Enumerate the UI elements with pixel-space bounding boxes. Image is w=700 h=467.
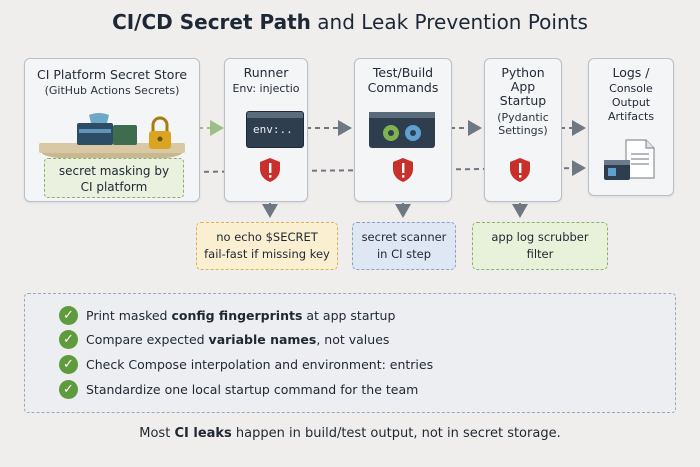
check-icon: ✓	[59, 330, 78, 349]
secret-masking-box: secret masking by CI platform	[44, 158, 184, 198]
runner-env-label: Env: injectio	[232, 82, 300, 95]
footer-post: happen in build/test output, not in secr…	[231, 426, 561, 441]
log-scrubber-callout: app log scrubber filter	[472, 222, 608, 270]
secret-scanner-callout: secret scanner in CI step	[352, 222, 456, 270]
test-build-title-2: Commands	[367, 80, 439, 95]
gears-icon	[369, 112, 435, 148]
title-bold: CI/CD Secret Path	[112, 10, 311, 34]
terminal-icon: env:..	[246, 111, 304, 148]
scanner-line2: in CI step	[376, 247, 432, 261]
scrubber-line1: app log scrubber	[491, 230, 589, 244]
secret-store-icon	[39, 113, 185, 161]
terminal-text: env:..	[253, 123, 293, 136]
check-icon: ✓	[59, 306, 78, 325]
check-icon: ✓	[59, 380, 78, 399]
logs-title-1: Logs /	[612, 65, 650, 80]
item-2-post: , not values	[316, 332, 390, 347]
terminal-bar	[247, 112, 303, 118]
title-rest: and Leak Prevention Points	[310, 10, 588, 34]
scrubber-line2: filter	[526, 247, 554, 261]
check-icon: ✓	[59, 355, 78, 374]
secret-store-subtitle: (GitHub Actions Secrets)	[44, 84, 180, 97]
item-2-pre: Compare expected	[86, 332, 209, 347]
masking-line1: secret masking by	[58, 164, 170, 178]
no-echo-line1: no echo $SECRET	[216, 230, 318, 244]
item-2-bold: variable names	[208, 332, 317, 347]
item-1-bold: config fingerprints	[171, 308, 303, 323]
python-sub-1: (Pydantic	[497, 111, 549, 124]
item-1-pre: Print masked	[86, 308, 172, 323]
footer-bold: CI leaks	[174, 426, 232, 441]
scanner-line1: secret scanner	[361, 230, 447, 244]
python-title-2: App	[510, 79, 536, 94]
footer-note: Most CI leaks happen in build/test outpu…	[0, 426, 700, 441]
logs-title-2: Console	[609, 82, 653, 95]
runner-title: Runner	[243, 65, 289, 80]
masking-line2: CI platform	[80, 180, 148, 194]
log-files-icon	[604, 139, 655, 180]
item-3-pre: Check Compose interpolation and environm…	[86, 357, 434, 372]
checklist-item-text: Check Compose interpolation and environm…	[86, 355, 433, 375]
python-title-3: Startup	[499, 93, 547, 108]
python-title-1: Python	[501, 65, 545, 80]
test-build-title-1: Test/Build	[372, 65, 434, 80]
checklist-item-text: Compare expected variable names, not val…	[86, 330, 389, 350]
shield-alert-icon	[260, 158, 280, 182]
diagram-title: CI/CD Secret Path and Leak Prevention Po…	[0, 10, 700, 34]
logs-title-3: Output	[611, 96, 651, 109]
shield-alert-icon	[510, 158, 530, 182]
checklist-item-text: Standardize one local startup command fo…	[86, 380, 418, 400]
shield-alert-icon	[393, 158, 413, 182]
item-4-pre: Standardize one local startup command fo…	[86, 382, 419, 397]
footer-pre: Most	[139, 426, 175, 441]
python-sub-2: Settings)	[498, 124, 548, 137]
no-echo-line2: fail-fast if missing key	[204, 247, 330, 261]
checklist-panel: ✓ Print masked config fingerprints at ap…	[24, 293, 676, 413]
checklist-item-text: Print masked config fingerprints at app …	[86, 306, 395, 326]
logs-title-4: Artifacts	[607, 110, 655, 123]
no-echo-callout: no echo $SECRET fail-fast if missing key	[196, 222, 338, 270]
secret-store-title: CI Platform Secret Store	[36, 67, 188, 82]
item-1-post: at app startup	[302, 308, 396, 323]
